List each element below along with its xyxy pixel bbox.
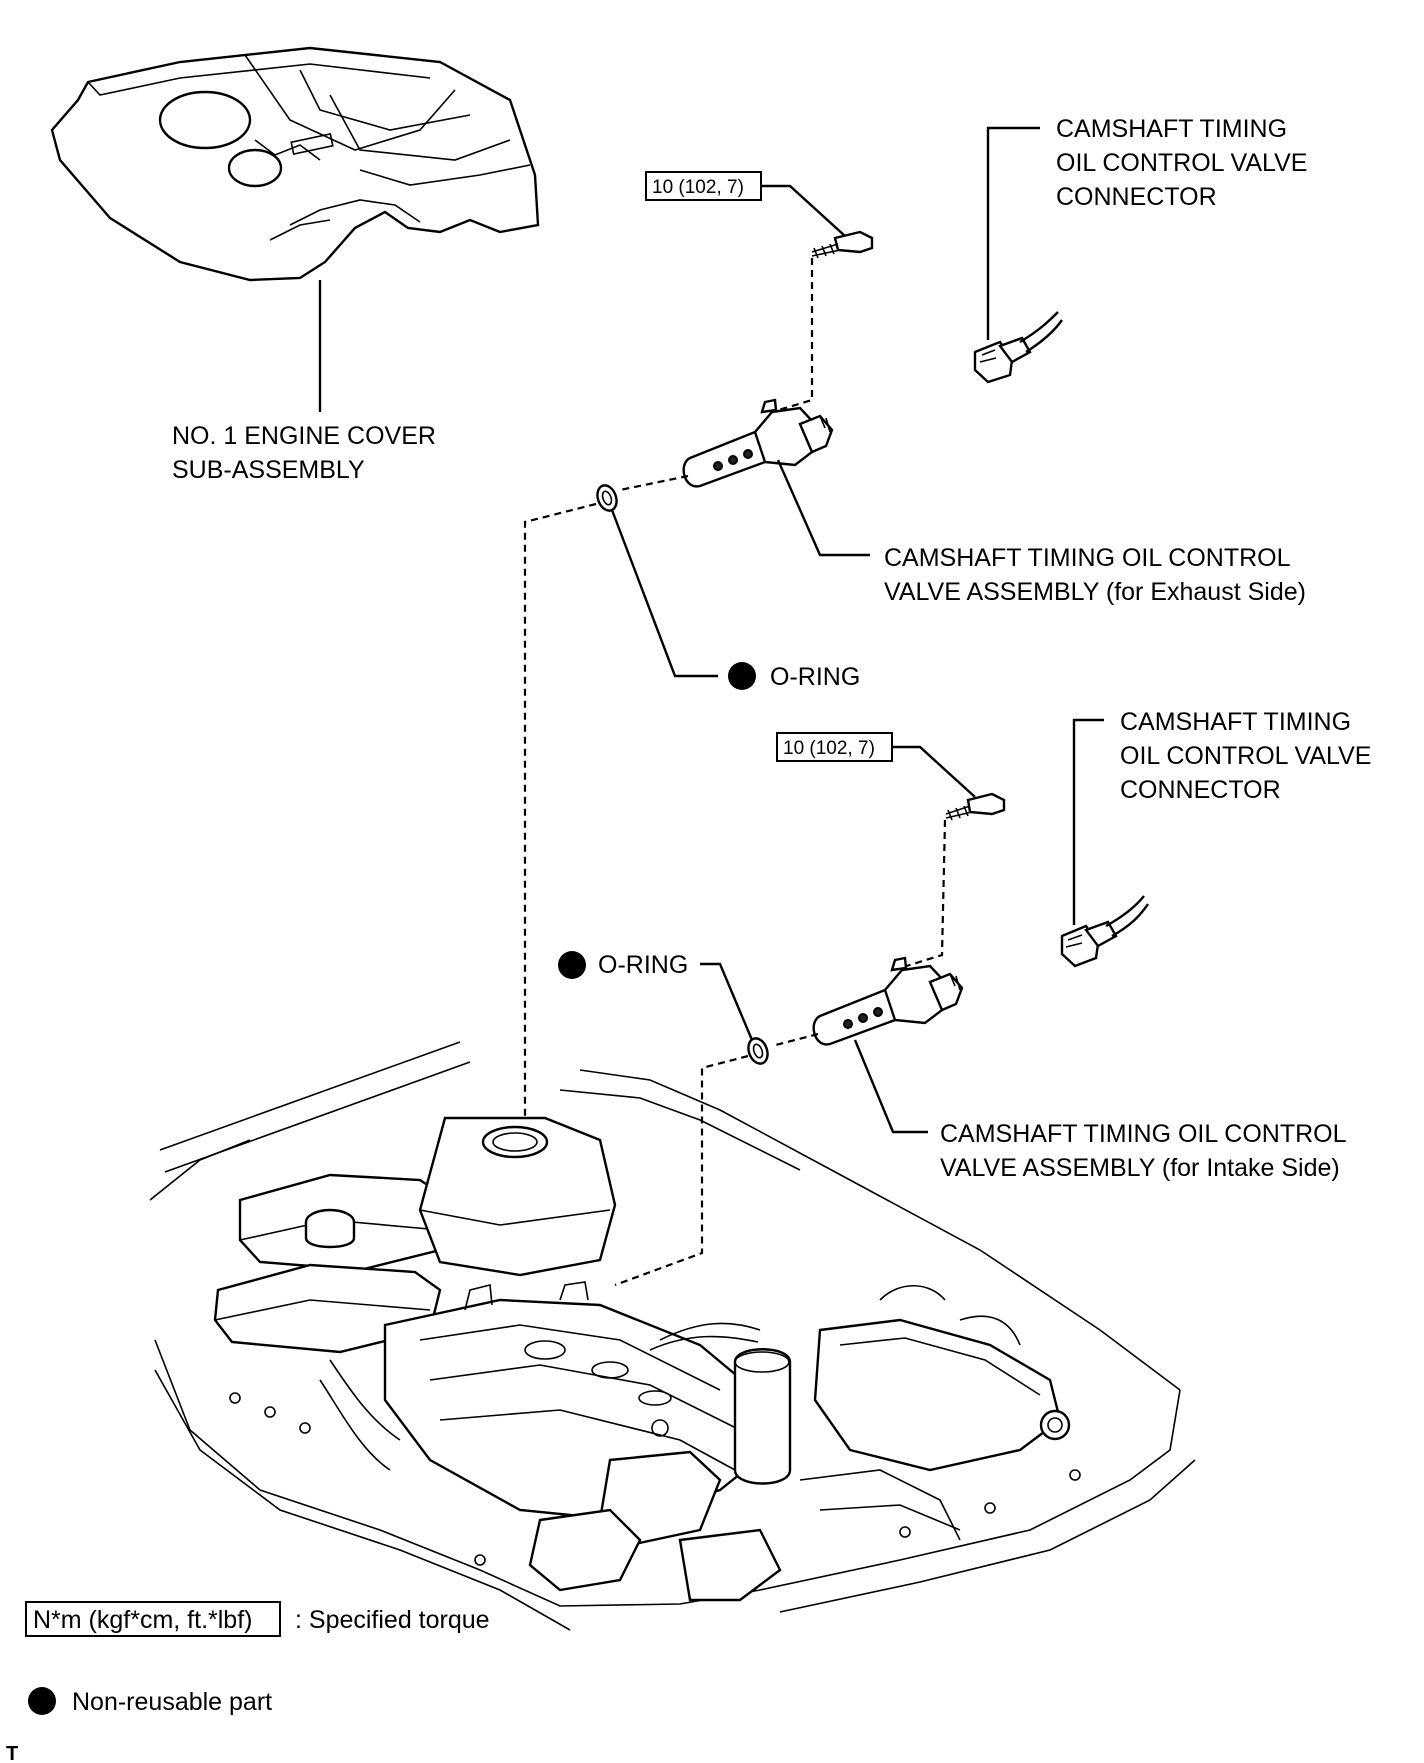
legend-nonreusable: Non-reusable part: [28, 1687, 272, 1716]
bolt-exhaust-icon: [811, 230, 874, 259]
engine-cover-label: NO. 1 ENGINE COVER SUB-ASSEMBLY: [172, 422, 443, 484]
oring-intake-nonreusable-mark: [558, 951, 586, 979]
svg-text:10 (102, 7): 10 (102, 7): [652, 177, 744, 198]
ocv-intake-guide: [771, 1032, 819, 1048]
ocv-exhaust-guide: [619, 474, 689, 492]
connector-exhaust-label: CAMSHAFT TIMING OIL CONTROL VALVE CONNEC…: [1056, 115, 1314, 211]
oring-intake-label: O-RING: [598, 951, 688, 979]
connector-intake-icon: [1060, 895, 1149, 968]
engine-cover-illustration: [50, 46, 540, 412]
oring-exhaust-icon: [596, 484, 618, 512]
bolt-exhaust-guide: [771, 258, 814, 414]
oring-intake-guide: [614, 1054, 749, 1287]
torque-spec-exhaust-bolt: 10 (102, 7): [645, 171, 846, 237]
connector-exhaust-icon: [973, 311, 1063, 384]
svg-text:10 (102, 7): 10 (102, 7): [783, 738, 875, 759]
oring-exhaust-label: O-RING: [770, 663, 860, 691]
ocv-exhaust-label: CAMSHAFT TIMING OIL CONTROL VALVE ASSEMB…: [884, 544, 1306, 606]
oring-exhaust-nonreusable-mark: [728, 662, 756, 690]
ocv-intake-icon: [812, 956, 964, 1046]
legend-torque-unit: N*m (kgf*cm, ft.*lbf): [33, 1606, 252, 1634]
oring-intake-icon: [747, 1037, 769, 1065]
legend-nonreusable-desc: Non-reusable part: [72, 1688, 272, 1716]
bolt-intake-icon: [945, 792, 1006, 821]
legend-torque: N*m (kgf*cm, ft.*lbf) : Specified torque: [25, 1601, 490, 1637]
bolt-intake-guide: [899, 819, 947, 970]
footer-mark: T: [6, 1743, 18, 1763]
ocv-intake-label: CAMSHAFT TIMING OIL CONTROL VALVE ASSEMB…: [940, 1120, 1353, 1182]
torque-spec-intake-bolt: 10 (102, 7): [776, 732, 976, 798]
legend-torque-desc: : Specified torque: [295, 1606, 490, 1634]
oring-exhaust-guide: [523, 502, 597, 1275]
ocv-exhaust-icon: [682, 398, 834, 488]
connector-intake-label: CAMSHAFT TIMING OIL CONTROL VALVE CONNEC…: [1120, 708, 1378, 804]
engine-bay-illustration: [149, 1041, 1196, 1631]
